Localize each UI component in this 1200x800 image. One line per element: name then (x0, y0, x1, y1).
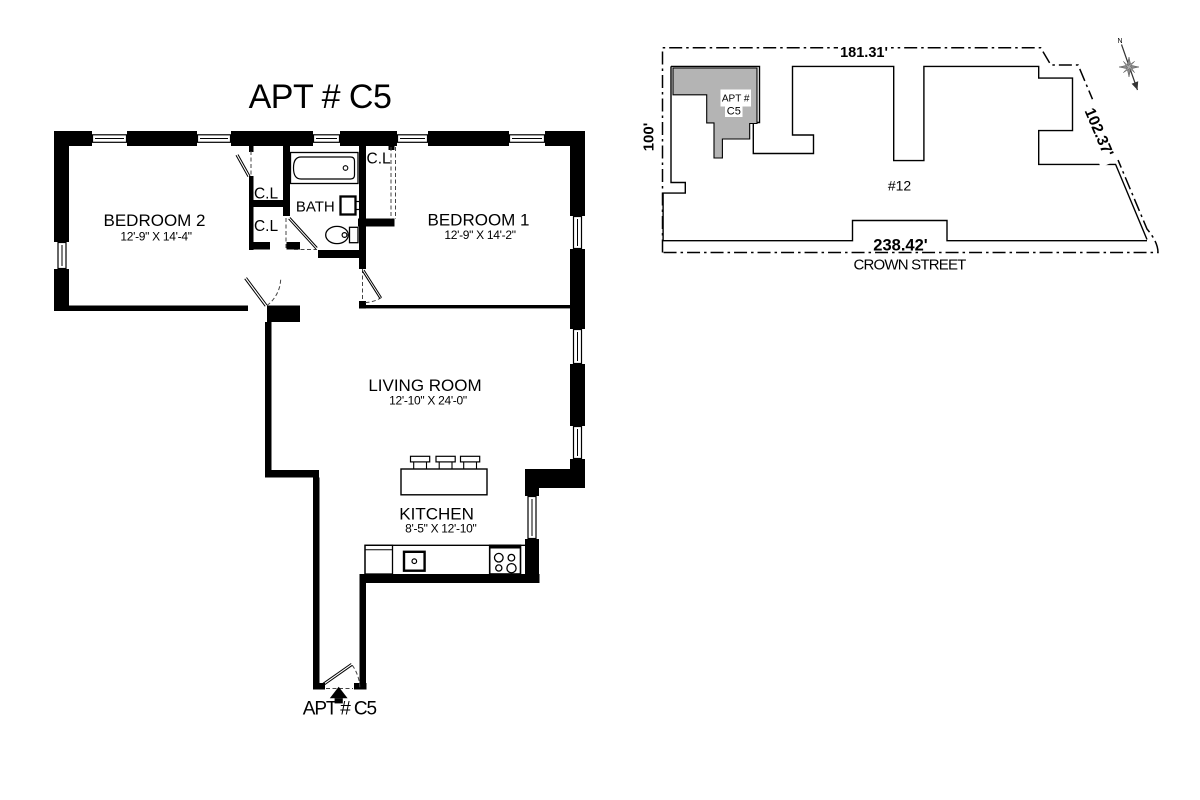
svg-text:#12: #12 (888, 178, 912, 194)
svg-text:C.L: C.L (254, 186, 279, 203)
svg-text:KITCHEN: KITCHEN (399, 505, 474, 524)
svg-text:C5: C5 (727, 106, 741, 118)
svg-text:BEDROOM 1: BEDROOM 1 (427, 211, 529, 230)
svg-text:C.L: C.L (367, 151, 392, 168)
svg-text:BEDROOM 2: BEDROOM 2 (103, 211, 205, 230)
svg-text:12'-10" X 24'-0": 12'-10" X 24'-0" (389, 394, 467, 408)
svg-text:APT # C5: APT # C5 (303, 699, 377, 720)
svg-text:100': 100' (641, 123, 658, 152)
svg-text:8'-5" X 12'-10": 8'-5" X 12'-10" (405, 522, 476, 536)
svg-text:12'-9" X 14'-2": 12'-9" X 14'-2" (444, 228, 515, 242)
svg-text:181.31': 181.31' (840, 45, 888, 61)
svg-text:238.42': 238.42' (873, 237, 927, 255)
svg-text:CROWN STREET: CROWN STREET (853, 257, 966, 274)
svg-text:BATH: BATH (296, 199, 335, 216)
svg-text:APT #: APT # (722, 94, 750, 105)
svg-text:APT # C5: APT # C5 (249, 78, 392, 116)
svg-text:12'-9" X 14'-4": 12'-9" X 14'-4" (120, 230, 191, 244)
svg-text:LIVING ROOM: LIVING ROOM (368, 376, 481, 395)
svg-text:C.L: C.L (254, 218, 279, 235)
svg-text:N: N (1117, 38, 1122, 45)
